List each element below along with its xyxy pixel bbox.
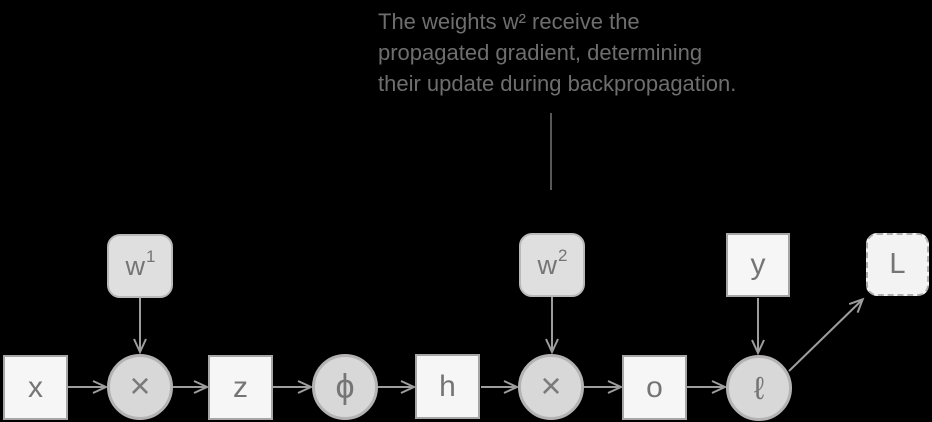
node-ell: ℓ [726, 355, 792, 421]
ell-icon: ℓ [753, 369, 765, 406]
node-multiply-2: × [518, 354, 584, 420]
node-h-label: h [439, 369, 456, 403]
node-w1: w1 [107, 234, 173, 298]
phi-icon: ϕ [335, 367, 355, 406]
node-L-label: L [889, 248, 906, 280]
arrow-ell-to-L [788, 297, 865, 372]
multiply-icon: × [129, 364, 151, 406]
node-multiply-1: × [107, 354, 173, 420]
node-w2: w2 [519, 233, 585, 297]
node-y: y [726, 233, 790, 297]
annotation-text: The weights w² receive the propagated gr… [378, 6, 736, 99]
annotation-line-1: The weights w² receive the [378, 9, 640, 34]
node-y-label: y [750, 248, 766, 281]
node-w1-label: w1 [125, 247, 156, 281]
node-x-label: x [28, 370, 43, 404]
node-o: o [622, 355, 687, 420]
annotation-line-2: propagated gradient, determining [378, 40, 703, 65]
node-w2-label: w2 [537, 246, 568, 280]
node-phi: ϕ [312, 354, 378, 420]
node-h: h [415, 354, 480, 419]
node-L: L [866, 233, 929, 296]
annotation-line-3: their update during backpropagation. [378, 71, 737, 96]
node-z: z [208, 355, 273, 420]
node-o-label: o [646, 370, 663, 404]
node-x: x [3, 355, 68, 420]
node-z-label: z [233, 370, 248, 404]
multiply-icon: × [540, 364, 562, 406]
